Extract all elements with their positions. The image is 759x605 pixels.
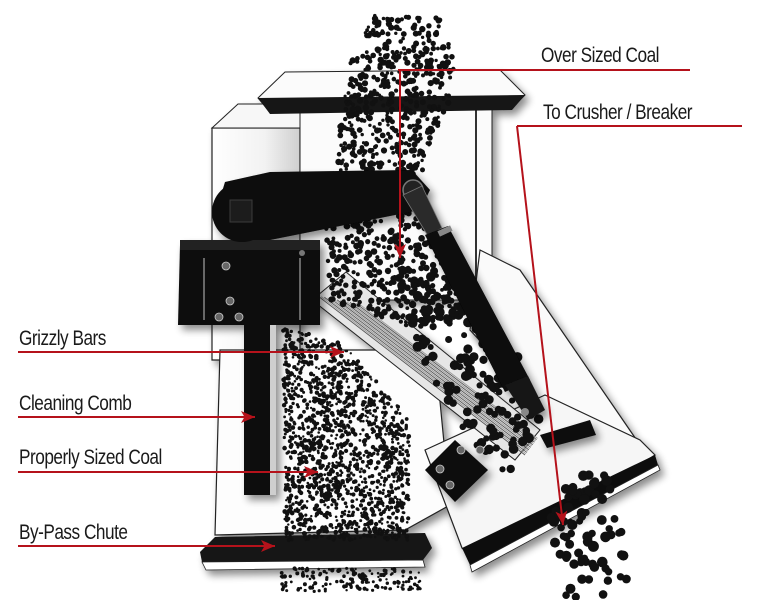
label-grizzly-bars: Grizzly Bars <box>19 327 106 350</box>
label-to-crusher-breaker: To Crusher / Breaker <box>543 101 693 124</box>
actuator-mechanism <box>178 170 596 502</box>
label-over-sized-coal: Over Sized Coal <box>541 44 660 67</box>
label-properly-sized-coal: Properly Sized Coal <box>19 446 162 469</box>
annotation-leaders <box>18 69 742 552</box>
label-cleaning-comb: Cleaning Comb <box>19 392 132 415</box>
label-by-pass-chute: By-Pass Chute <box>19 521 128 544</box>
